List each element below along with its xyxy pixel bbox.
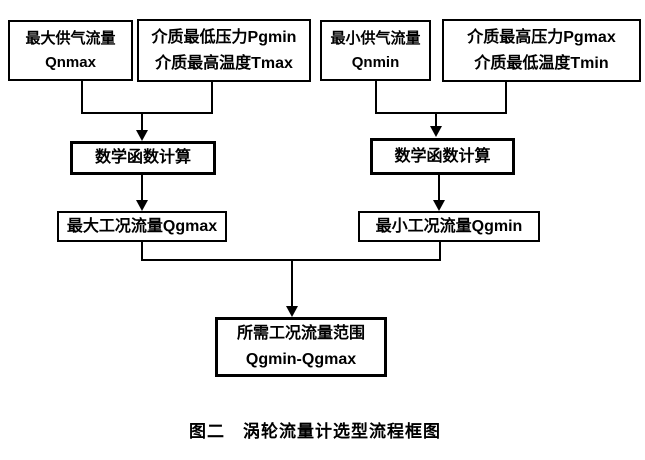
connector-line — [141, 259, 441, 261]
node-required-flow-range-line1: 所需工况流量范围 — [236, 325, 365, 343]
connector-line — [435, 114, 437, 128]
node-max-supply-flow-line1: 最大供气流量 — [25, 29, 116, 47]
connector-line — [211, 82, 213, 114]
connector-line — [375, 112, 507, 114]
node-max-pressure-line: 介质最高压力Pgmax — [467, 28, 616, 46]
node-math-calc-left-label: 数学函数计算 — [94, 149, 191, 167]
node-min-pressure-max-temp: 介质最低压力Pgmin 介质最高温度Tmax — [137, 19, 311, 82]
node-max-working-flow: 最大工况流量Qgmax — [57, 211, 227, 242]
node-required-flow-range: 所需工况流量范围 Qgmin-Qgmax — [215, 317, 387, 377]
node-max-supply-flow-line2: Qnmax — [45, 53, 96, 71]
node-min-supply-flow-line2: Qnmin — [351, 53, 400, 71]
node-max-temp-line: 介质最高温度Tmax — [155, 54, 293, 72]
connector-line — [141, 175, 143, 201]
node-min-working-flow-label: 最小工况流量Qgmin — [375, 217, 523, 235]
node-math-calc-left: 数学函数计算 — [70, 141, 216, 175]
connector-line — [81, 80, 83, 114]
figure-caption: 图二 涡轮流量计选型流程框图 — [189, 422, 441, 441]
arrow-down-icon — [433, 200, 445, 211]
connector-line — [291, 261, 293, 307]
node-math-calc-right: 数学函数计算 — [370, 138, 515, 175]
node-math-calc-right-label: 数学函数计算 — [394, 147, 491, 165]
arrow-down-icon — [430, 126, 442, 137]
arrow-down-icon — [286, 306, 298, 317]
arrow-down-icon — [136, 200, 148, 211]
node-max-supply-flow: 最大供气流量 Qnmax — [8, 20, 133, 81]
node-min-pressure-line: 介质最低压力Pgmin — [151, 28, 297, 46]
node-min-supply-flow: 最小供气流量 Qnmin — [320, 20, 431, 81]
connector-line — [141, 242, 143, 261]
node-min-temp-line: 介质最低温度Tmin — [474, 54, 609, 72]
node-min-supply-flow-line1: 最小供气流量 — [330, 29, 421, 47]
node-required-flow-range-line2: Qgmin-Qgmax — [245, 351, 357, 368]
connector-line — [375, 80, 377, 114]
connector-line — [439, 242, 441, 261]
node-max-working-flow-label: 最大工况流量Qgmax — [66, 217, 218, 235]
connector-line — [141, 114, 143, 131]
connector-line — [438, 175, 440, 201]
connector-line — [505, 82, 507, 114]
arrow-down-icon — [136, 130, 148, 141]
connector-line — [81, 112, 213, 114]
node-max-pressure-min-temp: 介质最高压力Pgmax 介质最低温度Tmin — [442, 19, 641, 82]
node-min-working-flow: 最小工况流量Qgmin — [358, 211, 540, 242]
